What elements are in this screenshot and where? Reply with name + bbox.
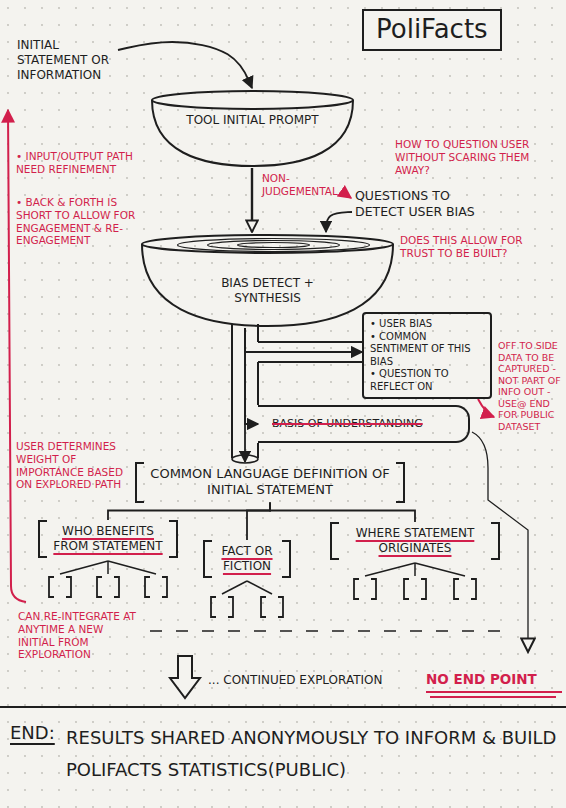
node-text: • QUESTION TO REFLECT ON — [370, 368, 484, 393]
node-text: WHO BENEFITS FROM STATEMENT — [50, 524, 166, 554]
node-text: BIAS DETECT + SYNTHESIS — [200, 276, 335, 306]
branch-bracket: WHO BENEFITS FROM STATEMENT — [38, 520, 178, 558]
input-text: INITIAL STATEMENT OR INFORMATION — [14, 36, 118, 85]
empty-bracket — [454, 579, 476, 599]
prompt-bowl: TOOL INITIAL PROMPT — [150, 88, 355, 168]
branch-line — [414, 563, 416, 576]
side-note: HOW TO QUESTION USER WITHOUT SCARING THE… — [395, 138, 563, 176]
empty-bracket — [145, 577, 167, 597]
spiral-ring — [208, 241, 340, 250]
emphasis-note: NO END POINT — [426, 671, 564, 687]
node-text: INITIAL STATEMENT OR INFORMATION — [17, 38, 115, 83]
flow-connector — [245, 328, 362, 352]
side-note: • BACK & FORTH IS SHORT TO ALLOW FOR ENG… — [16, 196, 136, 247]
flow-connector — [108, 503, 270, 521]
return-arrow — [8, 110, 26, 602]
page-title: PoliFacts — [362, 9, 502, 51]
branch-line — [365, 563, 415, 576]
end-heading: END: — [10, 722, 66, 744]
pipe-branch: BASIS OF UNDERSTANDING — [258, 405, 470, 443]
node-text: • COMMON SENTIMENT OF THIS BIAS — [370, 331, 484, 369]
side-note: USER DETERMINES WEIGHT OF IMPORTANCE BAS… — [16, 440, 134, 491]
bowl-outline — [150, 88, 355, 168]
empty-bracket — [261, 597, 283, 617]
empty-bracket — [404, 579, 426, 599]
branch-line — [247, 581, 272, 594]
flow-connector — [251, 168, 253, 232]
divider-line — [0, 706, 566, 708]
branch-bracket: WHERE STATEMENT ORIGINATES — [330, 522, 500, 560]
flow-connector — [247, 503, 270, 541]
empty-bracket — [211, 597, 233, 617]
branch-line — [60, 561, 108, 574]
node-text: FACT OR FICTION — [215, 544, 279, 574]
side-note: CAN RE-INTEGRATE AT ANYTIME A NEW INITIA… — [18, 610, 140, 661]
node-text: • USER BIAS — [370, 318, 484, 331]
definition-bracket: COMMON LANGUAGE DEFINITION OF INITIAL ST… — [135, 462, 405, 503]
spiral-ring — [178, 239, 370, 252]
branch-line — [222, 581, 247, 594]
node-text: BASIS OF UNDERSTANDING — [272, 417, 458, 431]
flow-connector — [270, 503, 415, 523]
node-text: COMMON LANGUAGE DEFINITION OF INITIAL ST… — [147, 466, 393, 499]
node-text: WHERE STATEMENT ORIGINATES — [342, 526, 488, 556]
empty-bracket — [49, 577, 71, 597]
side-note: DOES THIS ALLOW FOR TRUST TO BE BUILT? — [400, 234, 550, 260]
question-text: QUESTIONS TO DETECT USER BIAS — [352, 186, 504, 221]
flow-note: ... CONTINUED EXPLORATION — [208, 673, 420, 688]
node-text: TOOL INITIAL PROMPT — [180, 113, 325, 128]
flow-connector — [118, 42, 252, 88]
synthesis-bowl: BIAS DETECT + SYNTHESIS — [140, 232, 395, 328]
bowl-rim — [152, 91, 353, 109]
branch-line — [415, 563, 465, 576]
spiral-ring — [238, 243, 310, 248]
empty-bracket — [354, 579, 376, 599]
bias-box: • USER BIAS• COMMON SENTIMENT OF THIS BI… — [362, 312, 492, 399]
side-note: • INPUT/OUTPUT PATH NEED REFINEMENT — [16, 150, 136, 176]
flow-connector — [326, 212, 352, 232]
hollow-arrow — [170, 656, 200, 698]
side-note: NON-JUDGEMENTAL — [262, 172, 344, 198]
note-arrow — [344, 193, 351, 198]
leader-line — [472, 432, 528, 652]
node-text: QUESTIONS TO DETECT USER BIAS — [355, 188, 501, 219]
bowl-body — [152, 100, 353, 166]
end-text: RESULTS SHARED ANONYMOUSLY TO INFORM & B… — [66, 722, 562, 787]
red-underline — [426, 692, 562, 697]
branch-bracket: FACT OR FICTION — [203, 540, 291, 578]
bowl-body — [142, 244, 393, 326]
flow-connector — [244, 328, 246, 462]
bowl-rim — [142, 235, 393, 253]
branch-line — [107, 561, 109, 574]
empty-bracket — [97, 577, 119, 597]
flow-connector — [245, 328, 258, 424]
branch-line — [108, 561, 156, 574]
dashed-continuation — [150, 630, 500, 632]
note-arrow — [478, 399, 494, 417]
side-note: OFF TO SIDE DATA TO BE CAPTURED -NOT PAR… — [498, 340, 562, 433]
pipe-outline — [232, 324, 362, 458]
